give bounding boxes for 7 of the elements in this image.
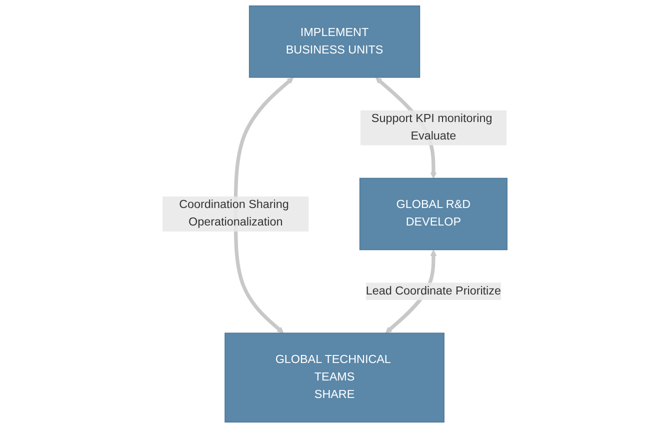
node-box: IMPLEMENT BUSINESS UNITS (248, 5, 420, 78)
edge-label: Coordination Sharing Operationalization (178, 198, 289, 229)
edge-label: Support KPI monitoring Evaluate (371, 112, 492, 142)
node-box: GLOBAL TECHNICAL TEAMS SHARE (224, 332, 444, 423)
node-box: GLOBAL R&D DEVELOP (359, 178, 508, 250)
edge-label: Lead Coordinate Prioritize (366, 284, 501, 298)
arrow (233, 77, 294, 334)
